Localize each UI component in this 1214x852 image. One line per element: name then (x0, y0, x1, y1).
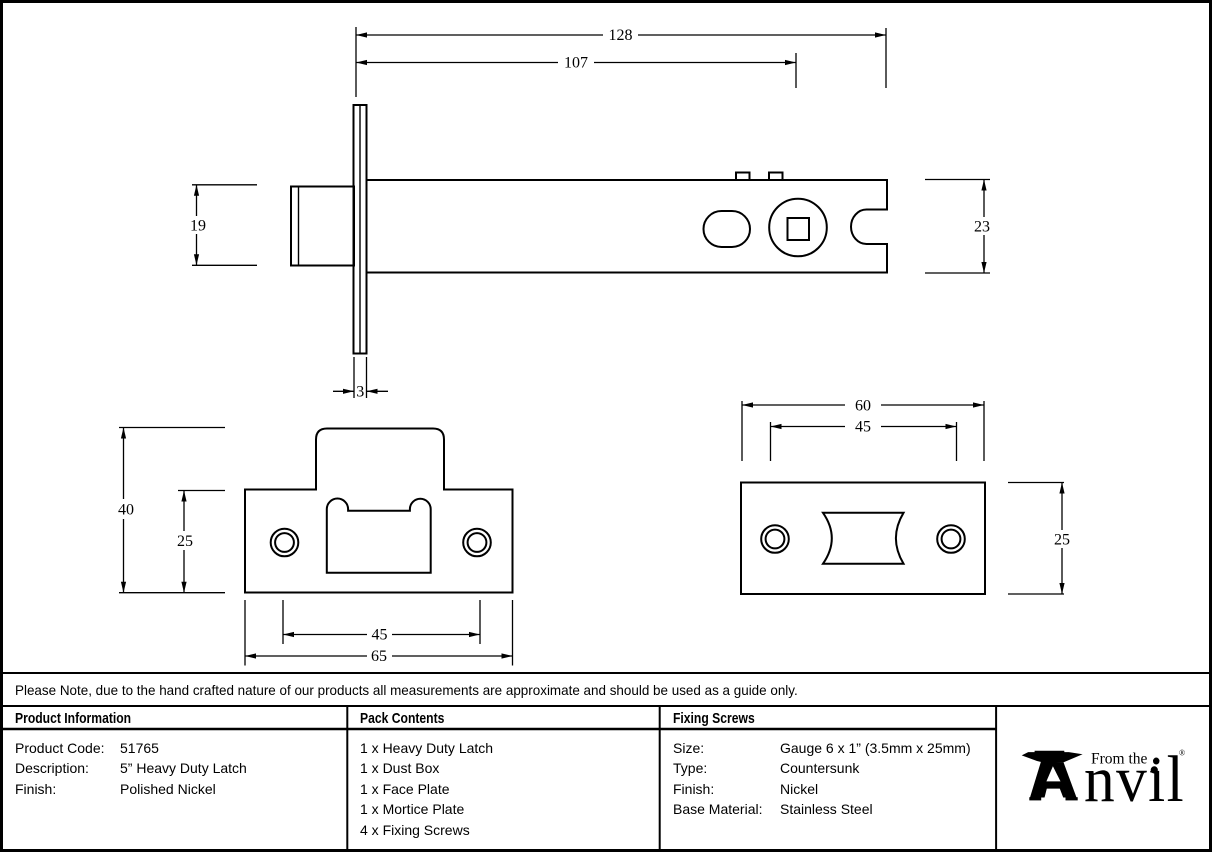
svg-text:From the: From the (1091, 751, 1148, 768)
svg-text:3: 3 (356, 383, 364, 400)
svg-text:40: 40 (118, 501, 134, 518)
svg-text:107: 107 (564, 54, 588, 71)
svg-text:65: 65 (371, 648, 387, 665)
svg-text:nvil: nvil (1084, 742, 1185, 816)
svg-text:25: 25 (177, 533, 193, 550)
svg-text:45: 45 (855, 418, 871, 435)
svg-text:45: 45 (372, 626, 388, 643)
svg-text:60: 60 (855, 397, 871, 414)
svg-text:19: 19 (190, 217, 206, 234)
svg-text:®: ® (1179, 749, 1185, 758)
svg-text:128: 128 (609, 27, 633, 44)
svg-text:25: 25 (1054, 531, 1070, 548)
svg-text:23: 23 (974, 218, 990, 235)
